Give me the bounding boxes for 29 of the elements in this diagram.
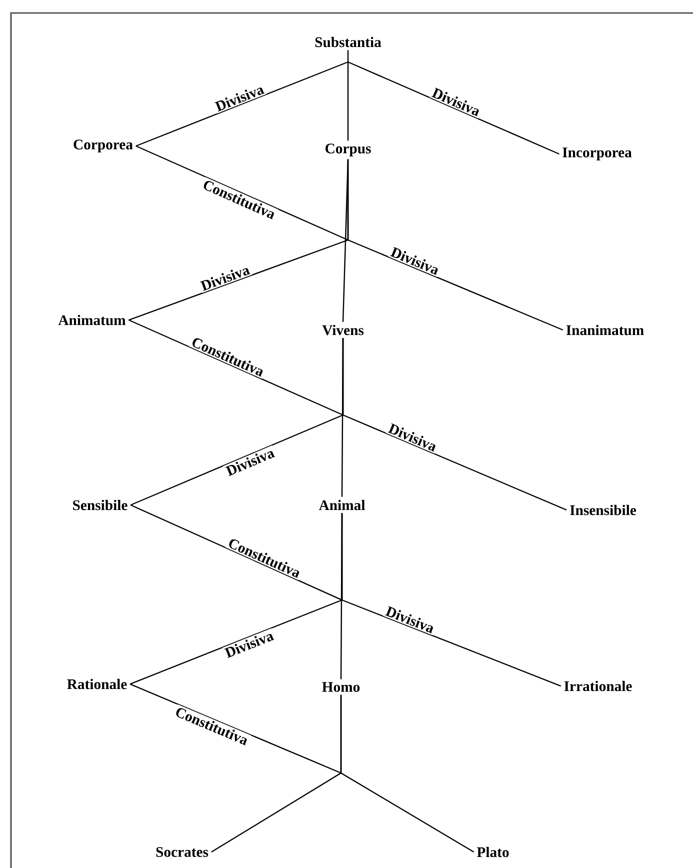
- term-text: Sensibile: [73, 500, 128, 510]
- branch-line: [341, 338, 344, 497]
- branch-line: [342, 159, 349, 322]
- branch-line: [136, 61, 348, 147]
- term-text: Irrationale: [564, 680, 632, 692]
- term-text: Homo: [322, 682, 360, 692]
- term-text: Rationale: [67, 678, 127, 690]
- term-text: Corpus: [325, 144, 371, 156]
- term-text: Corporea: [74, 140, 133, 152]
- term-text: Substantia: [315, 36, 382, 48]
- edge-label: Divisiva: [224, 634, 274, 658]
- term-text: Incorporea: [562, 148, 632, 160]
- branch-line: [130, 683, 342, 774]
- edge-label: Divisiva: [200, 268, 250, 291]
- term-text: Animal: [318, 500, 365, 510]
- branch-line: [340, 513, 343, 680]
- term-text: Insensibile: [570, 504, 636, 516]
- branch-line: [347, 50, 349, 141]
- branch-line: [340, 694, 474, 853]
- branch-line: [130, 504, 343, 601]
- branch-line: [348, 61, 560, 155]
- edge-label: Divisiva: [214, 88, 265, 112]
- branch-line: [128, 319, 344, 416]
- term-text: Plato: [476, 846, 509, 858]
- term-text: Animatum: [58, 314, 126, 326]
- term-text: Socrates: [156, 847, 208, 857]
- term-text: Inanimatum: [566, 324, 644, 336]
- branch-line: [136, 145, 349, 241]
- term-text: Vivens: [322, 324, 364, 336]
